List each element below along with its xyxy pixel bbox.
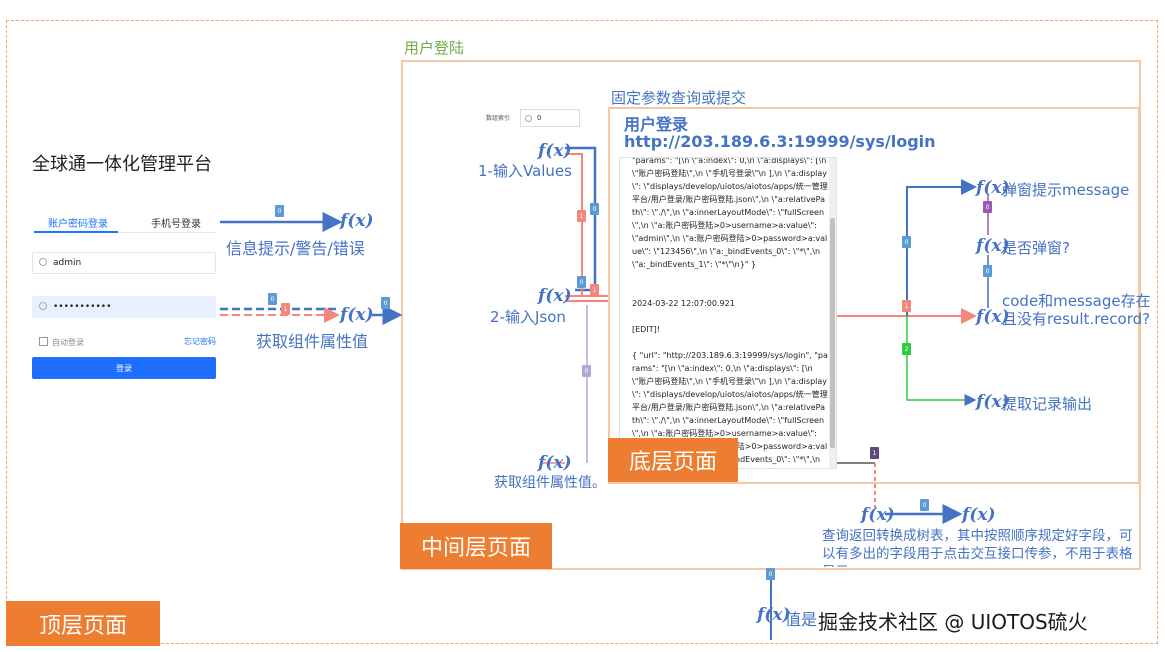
input-values-label: 1-输入Values: [478, 162, 572, 180]
badge-query: 0: [920, 499, 929, 511]
fx-getprop2-node[interactable]: f(x): [538, 453, 572, 473]
badge-json-blue: 0: [577, 276, 586, 288]
log-scrollbar[interactable]: [829, 158, 836, 468]
badge-extract-branch: 2: [902, 343, 911, 355]
query-tree-label: 查询返回转换成树表，其中按照顺序规定好字段，可以有多出的字段用于点击交互接口传参…: [822, 528, 1133, 567]
badge-middle: 0: [381, 297, 390, 309]
badge-getprop-red: 1: [281, 303, 290, 315]
index-field-label: 数组索引: [486, 115, 511, 122]
log-text: "params": "[\n \"a:index\": 0,\n \"a:dis…: [632, 157, 828, 464]
log-panel[interactable]: "params": "[\n \"a:index\": 0,\n \"a:dis…: [619, 157, 837, 469]
fx-value-node[interactable]: f(x): [757, 605, 791, 625]
badge-log-out: 1: [870, 447, 879, 459]
search-icon: [525, 115, 532, 122]
to-popup-msg: [906, 179, 977, 316]
badge-json-red: 1: [590, 284, 599, 296]
badge-info: 0: [275, 205, 284, 217]
index-field-input[interactable]: 0: [520, 109, 580, 127]
badge-popup-msg: 0: [983, 201, 992, 213]
username-value: admin: [53, 258, 82, 268]
code-msg-label-2: 且没有result.record?: [1002, 310, 1151, 328]
platform-title: 全球通一体化管理平台: [32, 154, 212, 175]
remember-label: 自动登录: [52, 338, 84, 347]
tab-phone-login[interactable]: 手机号登录: [151, 219, 201, 230]
search-icon: [39, 302, 47, 310]
fx-input-json-node[interactable]: f(x): [538, 286, 572, 306]
top-layer-tag: 顶层页面: [6, 601, 160, 646]
badge-getprop-blue: 0: [268, 293, 277, 305]
top-layer-frame: [6, 20, 1158, 644]
info-tip-label: 信息提示/警告/错误: [226, 239, 365, 258]
value-is-label: 值是: [785, 610, 818, 629]
values-to-json-blue: [565, 146, 597, 292]
bottom-layer-frame: [608, 107, 1140, 484]
badge-value: 0: [766, 568, 775, 580]
fx-popup-msg-node[interactable]: f(x): [976, 178, 1010, 198]
log-scroll-thumb[interactable]: [830, 218, 835, 448]
username-input[interactable]: admin: [32, 252, 216, 274]
fx-query-output-node[interactable]: f(x): [962, 505, 996, 525]
code-msg-label-1: code和message存在: [1002, 292, 1151, 310]
badge-getprop2: 0: [582, 365, 591, 377]
index-field-value: 0: [537, 114, 542, 122]
getprop2-label: 获取组件属性值。: [494, 475, 606, 491]
tab-active-indicator: [34, 231, 118, 233]
fixed-query-label: 固定参数查询或提交: [611, 89, 747, 107]
password-input[interactable]: •••••••••••: [32, 296, 216, 318]
is-popup-label: 是否弹窗?: [1002, 239, 1070, 257]
api-url: http://203.189.6.3:19999/sys/login: [624, 132, 936, 151]
extract-record-label: 提取记录输出: [1002, 395, 1093, 413]
getprop-label: 获取组件属性值: [256, 332, 369, 351]
fx-getprop-node[interactable]: f(x): [340, 305, 374, 325]
forgot-password-link[interactable]: 忘记密码: [184, 337, 216, 346]
search-icon: [39, 258, 47, 266]
fx-input-values-node[interactable]: f(x): [538, 141, 572, 161]
badge-values-red: 1: [577, 210, 586, 222]
fx-query-node[interactable]: f(x): [861, 505, 895, 525]
tab-password-login[interactable]: 账户密码登录: [48, 219, 108, 230]
user-login-label: 用户登陆: [404, 39, 465, 57]
fx-is-popup-node[interactable]: f(x): [976, 236, 1010, 256]
remember-checkbox[interactable]: [39, 337, 48, 346]
fx-info-node[interactable]: f(x): [340, 211, 374, 231]
watermark: 掘金技术社区 @ UIOTOS硫火: [818, 610, 1088, 634]
fx-code-check-node[interactable]: f(x): [976, 307, 1010, 327]
login-button[interactable]: 登录: [32, 357, 216, 379]
tab-divider: [118, 232, 216, 233]
badge-values-blue: 0: [590, 203, 599, 215]
popup-msg-label: 弹窗提示message: [1002, 181, 1130, 199]
to-extract-record: [906, 316, 977, 406]
badge-popup-branch: 0: [902, 236, 911, 248]
badge-code-branch: 1: [902, 300, 911, 312]
badge-check: 0: [983, 265, 992, 277]
api-title: 用户登录: [624, 115, 689, 134]
password-value: •••••••••••: [53, 302, 112, 312]
middle-layer-tag: 中间层页面: [400, 523, 552, 569]
bottom-layer-tag: 底层页面: [608, 438, 738, 482]
fx-extract-record-node[interactable]: f(x): [976, 392, 1010, 412]
input-json-label: 2-输入Json: [490, 308, 566, 326]
